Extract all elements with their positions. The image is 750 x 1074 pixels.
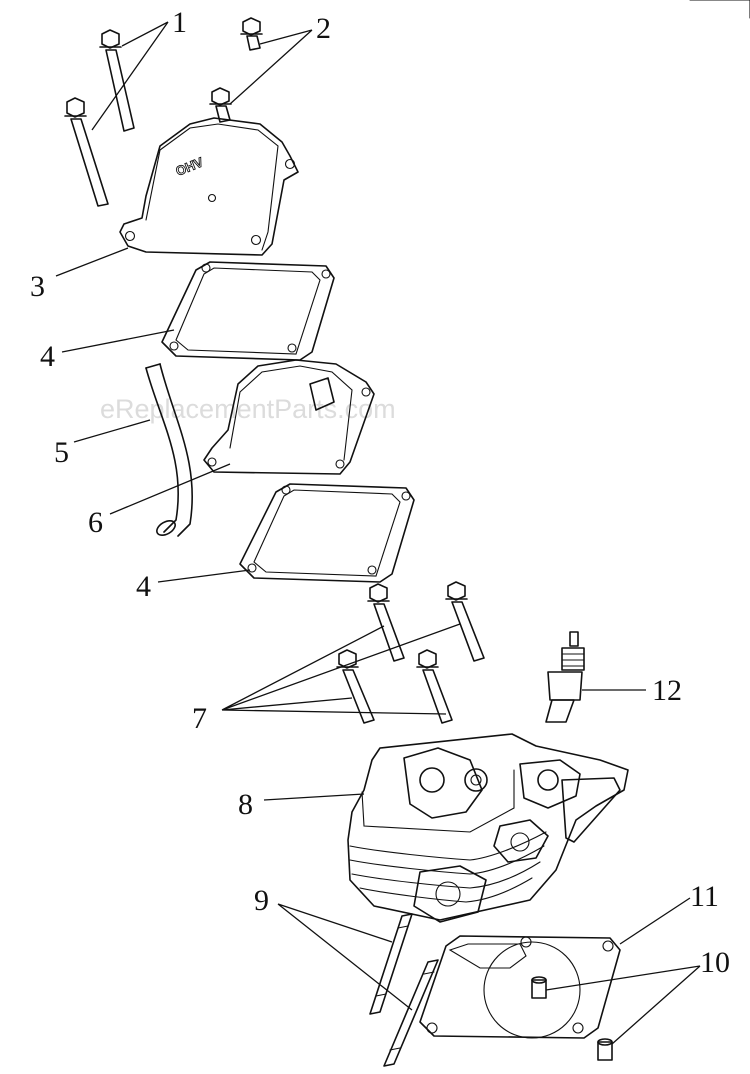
callout-6: 6 <box>88 506 103 539</box>
stud-icon <box>383 959 439 1067</box>
callout-5: 5 <box>54 436 69 469</box>
head-bolt-icon <box>416 649 453 724</box>
callout-8: 8 <box>238 788 253 821</box>
callout-2: 2 <box>316 12 331 45</box>
part-11-head-gasket <box>419 935 621 1039</box>
part-4-lower-gasket <box>239 483 415 583</box>
short-bolt-icon <box>240 17 263 51</box>
part-10-dowel-pins <box>531 976 613 1061</box>
callout-12: 12 <box>652 674 682 707</box>
watermark-text: eReplacementParts.com <box>100 394 396 424</box>
part-7-head-bolts <box>336 581 485 724</box>
short-bolt-icon <box>209 87 232 123</box>
part-12-spark-plug <box>545 631 585 723</box>
part-3-valve-cover: OHV <box>119 117 299 256</box>
dowel-pin-icon <box>597 1038 613 1061</box>
long-bolt-icon <box>99 29 135 132</box>
stud-icon <box>369 913 413 1015</box>
callout-11: 11 <box>690 880 719 913</box>
long-bolt-icon <box>64 97 109 207</box>
part-9-studs <box>369 913 439 1067</box>
callout-9: 9 <box>254 884 269 917</box>
part-6-breather-cover <box>203 359 375 475</box>
part-2-short-bolts <box>209 17 263 123</box>
callout-1: 1 <box>172 6 187 39</box>
callout-numbers: 1 2 3 4 5 6 4 7 8 9 10 11 12 <box>30 6 730 979</box>
dowel-pin-icon <box>531 976 547 999</box>
head-bolt-icon <box>367 583 405 662</box>
part-4-upper-gasket <box>161 261 335 361</box>
part-1-long-bolts <box>64 29 135 207</box>
leader-lines <box>55 21 701 1045</box>
frame-corner <box>689 0 750 19</box>
callout-3: 3 <box>30 270 45 303</box>
part-5-breather-hose <box>145 363 194 537</box>
callout-7: 7 <box>192 702 207 735</box>
callout-4-lower: 4 <box>136 570 151 603</box>
part-8-cylinder-head <box>347 733 629 923</box>
callout-10: 10 <box>700 946 730 979</box>
head-bolt-icon <box>445 581 485 662</box>
callout-4-upper: 4 <box>40 340 55 373</box>
ohv-marking: OHV <box>174 154 206 179</box>
